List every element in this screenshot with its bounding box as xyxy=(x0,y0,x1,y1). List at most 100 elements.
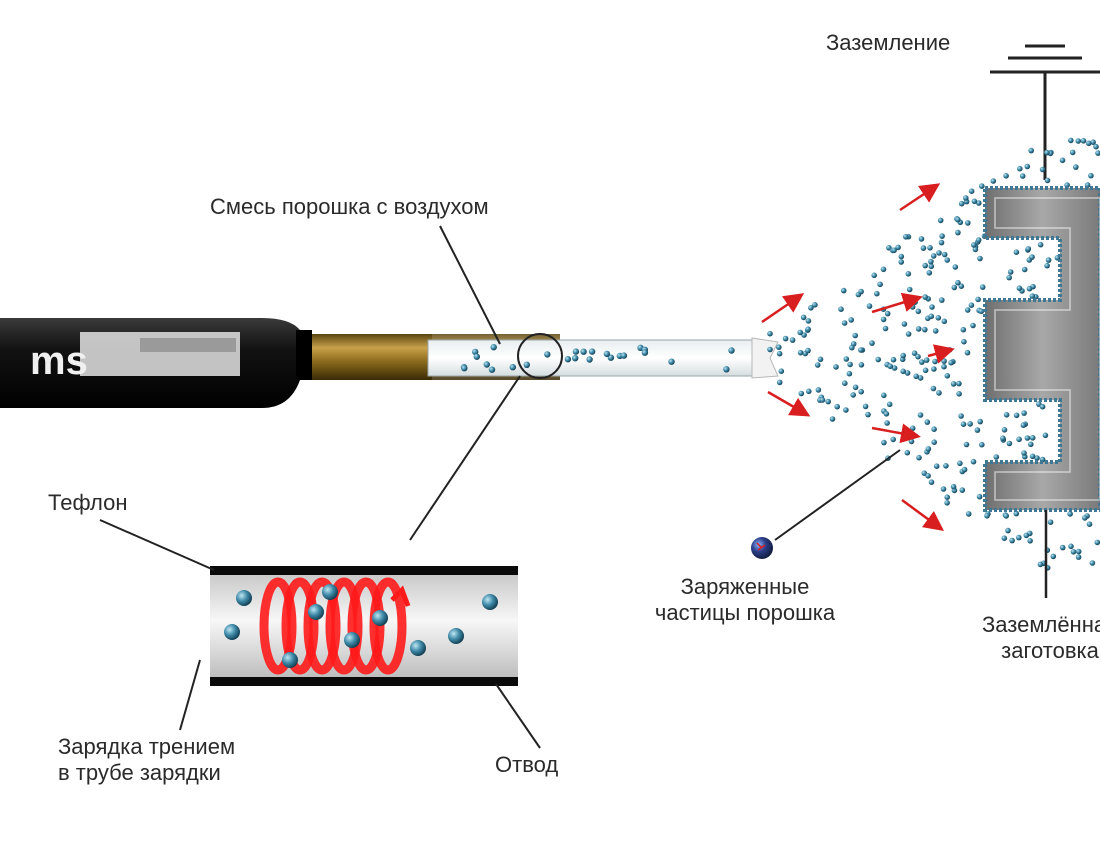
powder-particle xyxy=(979,441,985,448)
label-teflon: Тефлон xyxy=(48,490,128,515)
powder-particle xyxy=(1050,553,1057,560)
charged-powder-particle xyxy=(236,590,252,606)
powder-particle xyxy=(1029,254,1035,260)
powder-particle xyxy=(881,439,887,446)
powder-particle xyxy=(1093,143,1099,150)
powder-particle xyxy=(1039,403,1046,410)
powder-particle xyxy=(919,359,925,365)
charged-powder-particle xyxy=(372,610,388,626)
powder-particle xyxy=(979,284,986,290)
powder-particle xyxy=(858,288,864,295)
powder-particle xyxy=(1003,173,1009,179)
powder-particle xyxy=(1068,137,1074,144)
powder-particle xyxy=(1067,511,1073,517)
powder-particle xyxy=(952,264,959,270)
leader-mix xyxy=(439,225,501,345)
powder-particle xyxy=(1016,436,1022,443)
powder-particle xyxy=(798,390,805,397)
powder-particle xyxy=(473,353,480,360)
powder-particle xyxy=(641,349,649,356)
powder-particle xyxy=(924,419,931,425)
powder-particle xyxy=(1029,293,1036,299)
powder-particle xyxy=(1029,435,1036,441)
powder-particle xyxy=(1006,440,1013,447)
powder-particle xyxy=(1080,138,1087,144)
powder-particle xyxy=(917,375,924,381)
leader-outlet xyxy=(495,683,541,749)
powder-particle xyxy=(937,217,944,224)
powder-particle xyxy=(869,340,875,346)
teflon-wall-bottom xyxy=(210,677,518,686)
coil-loop xyxy=(369,577,407,675)
powder-particle xyxy=(1059,544,1066,551)
powder-particle xyxy=(941,358,947,364)
powder-particle xyxy=(904,370,911,376)
powder-particle xyxy=(964,349,971,356)
powder-particle xyxy=(789,337,796,343)
powder-particle xyxy=(928,263,935,270)
powder-particle xyxy=(842,380,848,387)
powder-particle xyxy=(1034,455,1040,461)
powder-particle xyxy=(884,310,891,317)
powder-particle xyxy=(960,326,967,333)
powder-particle xyxy=(905,331,912,337)
powder-particle xyxy=(805,326,811,333)
powder-particle xyxy=(840,287,847,294)
powder-particle xyxy=(461,365,468,372)
powder-particle xyxy=(1006,274,1012,281)
powder-particle xyxy=(805,318,812,324)
powder-particle xyxy=(926,270,933,276)
label-grounded-workpiece-line2: заготовка xyxy=(1001,638,1099,664)
powder-particle xyxy=(977,418,983,425)
powder-particle xyxy=(1088,172,1094,179)
charge-arrow xyxy=(899,183,941,212)
powder-particle xyxy=(572,355,579,362)
powder-particle xyxy=(951,284,958,291)
powder-particle xyxy=(931,366,937,372)
charge-arrows xyxy=(761,183,955,531)
gun-neck xyxy=(296,330,312,380)
label-outlet: Отвод xyxy=(495,752,559,777)
powder-particle xyxy=(901,321,908,327)
powder-particle xyxy=(806,388,812,395)
spray-gun: ms xyxy=(0,318,779,408)
label-friction-charging: Зарядка трением в трубе зарядки xyxy=(58,734,235,787)
powder-particle xyxy=(918,236,925,242)
charging-tube-inset xyxy=(210,566,518,686)
powder-particle xyxy=(984,513,990,519)
powder-particle xyxy=(833,364,839,370)
powder-particle xyxy=(874,290,880,297)
powder-particle xyxy=(960,421,967,428)
powder-particle xyxy=(895,244,901,251)
powder-particle xyxy=(817,356,824,363)
powder-particle xyxy=(849,344,855,351)
powder-particle xyxy=(975,296,981,303)
powder-particle xyxy=(829,416,836,422)
powder-particle xyxy=(990,178,997,184)
powder-particle xyxy=(1003,513,1009,519)
powder-particle xyxy=(976,200,982,206)
label-powder-air-mix: Смесь порошка с воздухом xyxy=(210,194,489,219)
powder-particle xyxy=(846,370,853,377)
powder-particle xyxy=(1021,450,1027,456)
powder-particle xyxy=(915,326,922,332)
powder-particle xyxy=(911,350,918,357)
powder-particle xyxy=(564,356,572,363)
coil-loop xyxy=(303,577,341,675)
charged-powder-particle xyxy=(482,594,498,610)
powder-particle xyxy=(509,364,516,371)
powder-particle xyxy=(852,384,859,391)
label-charged-particles-line2: частицы порошка xyxy=(654,600,836,626)
powder-particle xyxy=(1007,269,1014,275)
powder-particle xyxy=(958,413,964,419)
powder-particle xyxy=(776,344,782,351)
coil-loop xyxy=(325,577,363,675)
powder-particle xyxy=(1044,177,1051,184)
powder-particle xyxy=(523,361,530,368)
powder-particle xyxy=(908,438,915,445)
powder-particle xyxy=(865,411,871,418)
powder-particle xyxy=(904,449,911,456)
powder-particle xyxy=(1094,539,1100,546)
powder-particle xyxy=(1001,427,1008,433)
